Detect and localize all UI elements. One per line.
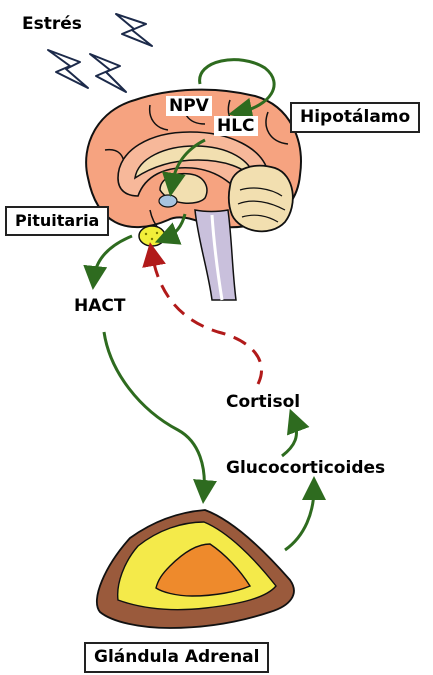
hact-to-adrenal-arrow (104, 332, 204, 492)
hact-label: HACT (74, 296, 125, 316)
stress-label: Estrés (22, 14, 82, 34)
hypothalamus-label: Hipotálamo (290, 102, 420, 133)
cortisol-label: Cortisol (226, 392, 300, 412)
npv-label: NPV (166, 96, 212, 116)
lightning-bolt-icon (90, 54, 126, 92)
hlc-label: HLC (214, 116, 258, 136)
pituitary-gland (139, 226, 165, 246)
lightning-bolt-icon (48, 50, 88, 88)
adrenal-to-glucocorticoids-arrow (285, 488, 314, 550)
glucocorticoids-label: Glucocorticoides (226, 458, 385, 478)
lightning-bolt-icon (116, 14, 152, 46)
brain-icon (86, 90, 301, 300)
pituitary-label: Pituitaria (5, 206, 109, 236)
glucocorticoids-to-cortisol-arrow (282, 420, 297, 456)
adrenal-gland-icon (97, 510, 294, 628)
adrenal-gland-label: Glándula Adrenal (84, 642, 269, 673)
pituitary-to-hact-arrow (94, 236, 132, 278)
